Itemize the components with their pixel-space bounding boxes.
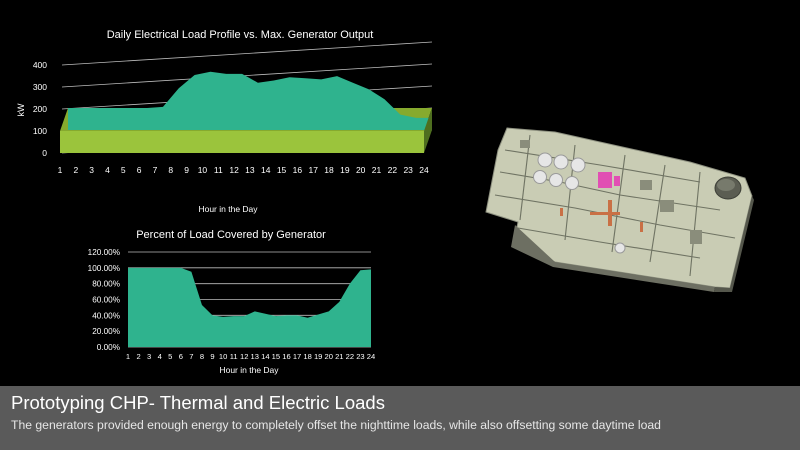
y-tick-label: 20.00% <box>92 327 120 336</box>
x-tick-label: 22 <box>346 352 354 361</box>
y-tick-label: 0.00% <box>97 343 120 352</box>
percent-area-series <box>128 267 371 347</box>
x-tick-label: 20 <box>356 165 366 175</box>
x-tick-label: 6 <box>179 352 183 361</box>
y-tick-label: 60.00% <box>92 296 120 305</box>
load-chart-y-axis-label: kW <box>16 103 26 117</box>
percent-chart-title: Percent of Load Covered by Generator <box>136 229 326 241</box>
generator-front-face <box>60 131 424 153</box>
building-tanks <box>533 152 626 254</box>
x-tick-label: 9 <box>210 352 214 361</box>
y-tick-label: 0 <box>42 148 47 158</box>
x-tick-label: 23 <box>403 165 413 175</box>
x-tick-label: 7 <box>189 352 193 361</box>
x-tick-label: 17 <box>308 165 318 175</box>
x-tick-label: 1 <box>58 165 63 175</box>
x-tick-label: 2 <box>136 352 140 361</box>
x-tick-label: 10 <box>219 352 227 361</box>
percent-chart-x-axis-label: Hour in the Day <box>219 365 279 375</box>
x-tick-label: 14 <box>261 165 271 175</box>
x-tick-label: 2 <box>73 165 78 175</box>
gridline <box>61 41 433 66</box>
x-tick-label: 9 <box>184 165 189 175</box>
y-tick-label: 80.00% <box>92 280 120 289</box>
x-tick-label: 14 <box>261 352 269 361</box>
slide-title: Prototyping CHP- Thermal and Electric Lo… <box>11 392 385 413</box>
x-tick-label: 19 <box>340 165 350 175</box>
building-3d-model-image <box>485 127 754 292</box>
load-chart-title: Daily Electrical Load Profile vs. Max. G… <box>107 29 374 41</box>
y-tick-label: 200 <box>33 104 47 114</box>
x-tick-label: 11 <box>214 165 223 175</box>
x-tick-label: 15 <box>272 352 280 361</box>
x-tick-label: 21 <box>372 165 382 175</box>
load-chart-x-axis-label: Hour in the Day <box>198 204 258 214</box>
x-tick-label: 12 <box>229 165 239 175</box>
gridline <box>61 63 433 88</box>
x-tick-label: 6 <box>137 165 142 175</box>
x-tick-label: 8 <box>168 165 173 175</box>
generator-output-front-face <box>60 108 432 153</box>
load-area-series <box>68 71 432 130</box>
x-tick-label: 17 <box>293 352 301 361</box>
y-tick-label: 300 <box>33 82 47 92</box>
x-tick-label: 24 <box>419 165 429 175</box>
caption-bar: Prototyping CHP- Thermal and Electric Lo… <box>0 386 800 450</box>
x-tick-label: 18 <box>303 352 311 361</box>
load-chart-y-ticks: 0 100 200 300 400 <box>33 60 47 158</box>
x-tick-label: 8 <box>200 352 204 361</box>
x-tick-label: 1 <box>126 352 130 361</box>
y-tick-label: 100.00% <box>88 264 120 273</box>
slide-subtitle: The generators provided enough energy to… <box>11 418 661 432</box>
x-tick-label: 19 <box>314 352 322 361</box>
building-generator-units <box>598 172 612 188</box>
x-tick-label: 20 <box>325 352 333 361</box>
generator-side-face <box>424 108 432 153</box>
x-tick-label: 10 <box>198 165 208 175</box>
y-tick-label: 40.00% <box>92 311 120 320</box>
x-tick-label: 23 <box>356 352 364 361</box>
x-tick-label: 21 <box>335 352 343 361</box>
x-tick-label: 5 <box>168 352 172 361</box>
load-profile-chart: Daily Electrical Load Profile vs. Max. G… <box>16 29 433 214</box>
x-tick-label: 16 <box>282 352 290 361</box>
x-tick-label: 4 <box>158 352 162 361</box>
percent-covered-chart: Percent of Load Covered by Generator 0.0… <box>88 229 376 375</box>
x-tick-label: 5 <box>121 165 126 175</box>
x-tick-label: 4 <box>105 165 110 175</box>
percent-chart-y-ticks: 0.00% 20.00% 40.00% 60.00% 80.00% 100.00% 120.… <box>88 248 120 352</box>
y-tick-label: 120.00% <box>88 248 120 257</box>
x-tick-label: 12 <box>240 352 248 361</box>
x-tick-label: 3 <box>147 352 151 361</box>
y-tick-label: 400 <box>33 60 47 70</box>
x-tick-label: 24 <box>367 352 375 361</box>
x-tick-label: 13 <box>251 352 259 361</box>
x-tick-label: 7 <box>153 165 158 175</box>
x-tick-label: 3 <box>89 165 94 175</box>
y-tick-label: 100 <box>33 126 47 136</box>
x-tick-label: 16 <box>293 165 303 175</box>
x-tick-label: 18 <box>324 165 334 175</box>
x-tick-label: 13 <box>245 165 255 175</box>
x-tick-label: 15 <box>277 165 287 175</box>
x-tick-label: 11 <box>230 352 238 361</box>
x-tick-label: 22 <box>388 165 398 175</box>
